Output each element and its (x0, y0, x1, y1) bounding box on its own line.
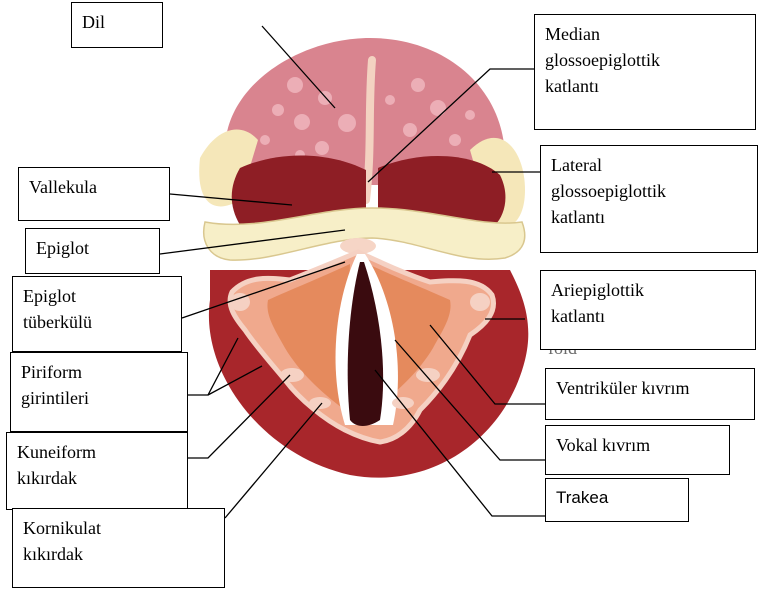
label-tuberkulu-line1: Epiglot (23, 283, 171, 309)
label-trakea-text: Trakea (556, 485, 678, 511)
label-lateral-line1: Lateral (551, 152, 747, 178)
label-piriform-line1: Piriform (21, 359, 177, 385)
label-kuneiform: Kuneiform kıkırdak (6, 432, 188, 510)
label-median-glossoepiglottik: Median glossoepiglottik katlantı (534, 14, 756, 130)
label-vallekula: Vallekula (18, 167, 170, 221)
label-trakea: Trakea (545, 478, 689, 522)
label-epiglot-tuberkulu: Epiglot tüberkülü (12, 276, 182, 352)
label-kuneiform-line2: kıkırdak (17, 465, 177, 491)
label-kornikulat: Kornikulat kıkırdak (12, 508, 225, 588)
label-lateral-line3: katlantı (551, 204, 747, 230)
label-ariepiglottik: Ariepiglottik katlantı (540, 270, 756, 350)
label-median-line2: glossoepiglottik (545, 47, 745, 73)
label-epiglot-text: Epiglot (36, 235, 149, 261)
label-ariepiglottik-line2: katlantı (551, 303, 745, 329)
label-median-line1: Median (545, 21, 745, 47)
label-vokal-text: Vokal kıvrım (556, 432, 719, 458)
label-lateral-glossoepiglottik: Lateral glossoepiglottik katlantı (540, 145, 758, 253)
label-ventrikuler-text: Ventriküler kıvrım (556, 375, 744, 401)
label-vokal: Vokal kıvrım (545, 425, 730, 475)
label-ventrikuler: Ventriküler kıvrım (545, 368, 755, 420)
label-lateral-line2: glossoepiglottik (551, 178, 747, 204)
label-kornikulat-line2: kıkırdak (23, 541, 214, 567)
label-dil-text: Dil (82, 9, 152, 35)
label-dil: Dil (71, 2, 163, 48)
label-piriform-line2: girintileri (21, 385, 177, 411)
label-tuberkulu-line2: tüberkülü (23, 309, 171, 335)
label-kuneiform-line1: Kuneiform (17, 439, 177, 465)
label-vallekula-text: Vallekula (29, 174, 159, 200)
label-piriform: Piriform girintileri (10, 352, 188, 432)
label-median-line3: katlantı (545, 73, 745, 99)
label-kornikulat-line1: Kornikulat (23, 515, 214, 541)
label-epiglot: Epiglot (25, 228, 160, 274)
label-ariepiglottik-line1: Ariepiglottik (551, 277, 745, 303)
